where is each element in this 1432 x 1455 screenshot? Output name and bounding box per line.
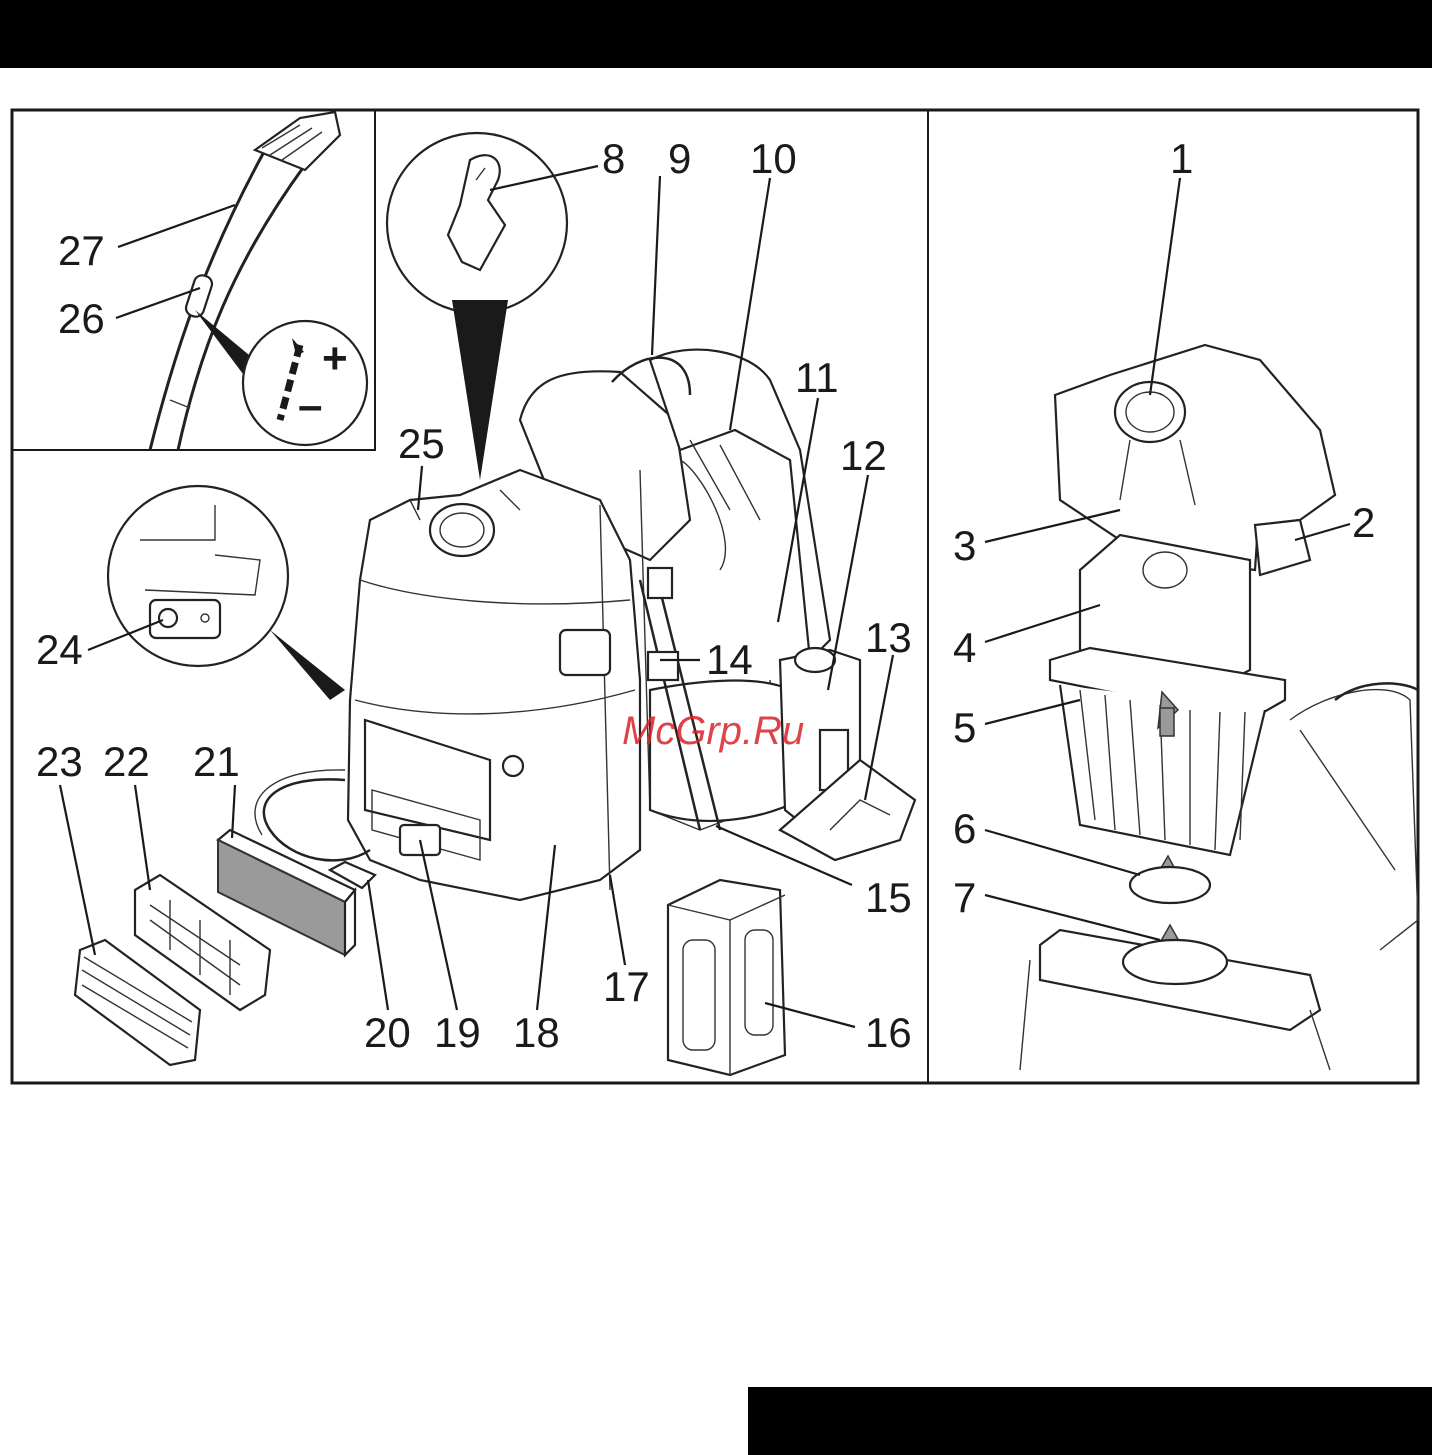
- callout-23: 23: [36, 738, 83, 785]
- callout-9: 9: [668, 135, 691, 182]
- callout-17: 17: [603, 963, 650, 1010]
- callout-2: 2: [1352, 499, 1375, 546]
- callout-26: 26: [58, 295, 105, 342]
- callout-22: 22: [103, 738, 150, 785]
- callout-4: 4: [953, 624, 976, 671]
- callout-6: 6: [953, 805, 976, 852]
- callout-11: 11: [795, 354, 839, 401]
- callout-25: 25: [398, 420, 445, 467]
- callout-8: 8: [602, 135, 625, 182]
- battery-holder-illustration: [780, 648, 915, 860]
- callout-18: 18: [513, 1009, 560, 1056]
- callout-16: 16: [865, 1009, 912, 1056]
- plus-sign: +: [322, 334, 348, 383]
- switch-detail-illustration: [108, 486, 345, 700]
- watermark-text: McGrp.Ru: [622, 709, 804, 753]
- callout-20: 20: [364, 1009, 411, 1056]
- footer-bar: [748, 1387, 1432, 1455]
- callout-13: 13: [865, 614, 912, 661]
- battery-pack-illustration: [668, 880, 785, 1075]
- callout-7: 7: [953, 874, 976, 921]
- callout-10: 10: [750, 135, 797, 182]
- hose-handle-illustration: [150, 112, 367, 450]
- callout-15: 15: [865, 874, 912, 921]
- callout-21: 21: [193, 738, 240, 785]
- callout-14: 14: [706, 636, 753, 683]
- callout-5: 5: [953, 704, 976, 751]
- callout-19: 19: [434, 1009, 481, 1056]
- minus-sign: –: [298, 381, 322, 430]
- callout-24: 24: [36, 626, 83, 673]
- callout-27: 27: [58, 227, 105, 274]
- exploded-view-illustration: [1020, 345, 1418, 1070]
- callout-3: 3: [953, 522, 976, 569]
- callout-1: 1: [1170, 135, 1193, 182]
- callout-12: 12: [840, 432, 887, 479]
